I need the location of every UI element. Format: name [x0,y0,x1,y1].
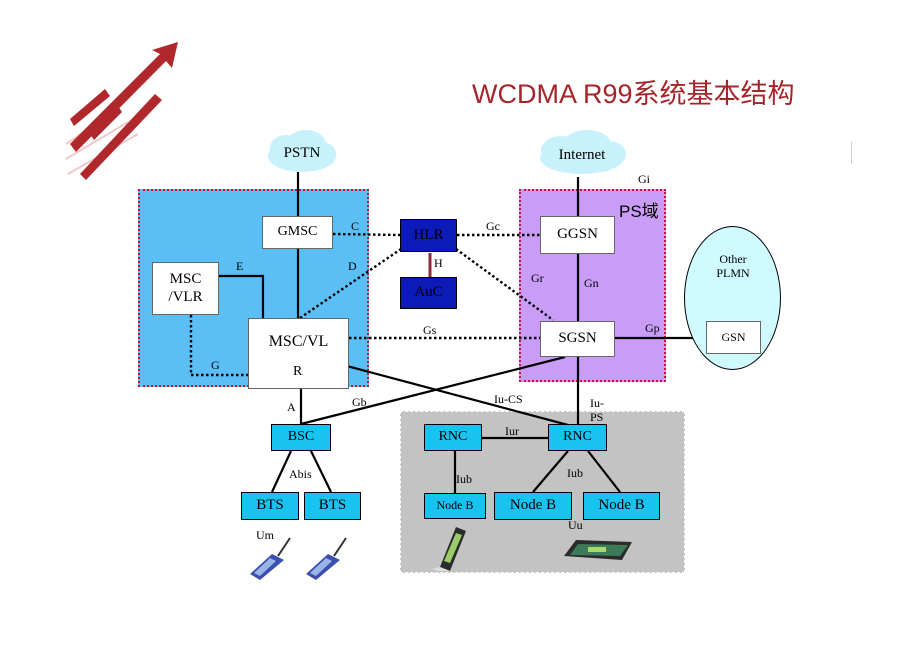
interface-gc: Gc [486,219,500,233]
interface-iu-ps-2: PS [590,410,604,424]
bsc-node: BSC [271,424,331,451]
ggsn-node: GGSN [540,216,615,254]
interface-iub-1: Iub [456,472,472,486]
interface-g: G [211,358,220,372]
divider-mark [851,142,852,164]
line-abis-bsc-bts2 [310,450,332,493]
interface-iu-ps-1: Iu- [590,396,604,410]
msc-vlr-node: MSC /VLR [152,262,219,315]
sgsn-node: SGSN [540,321,615,357]
interface-iub-2: Iub [567,466,583,480]
other-plmn-label: Other PLMN [716,252,750,280]
mobile-phone-icon [306,537,347,580]
nodeb-node-1: Node B [424,493,486,519]
bts-node-2: BTS [304,492,361,520]
interface-e: E [236,259,244,273]
line-gb-bsc-sgsn [300,355,566,426]
interface-uu: Uu [568,518,583,532]
pstn-label: PSTN [283,145,321,162]
interface-um: Um [256,528,274,542]
msc-vl-node: MSC/VL [248,318,349,389]
internet-cloud-icon [540,130,626,174]
interface-gn: Gn [584,276,599,290]
gmsc-node: GMSC [262,216,333,249]
line-iub-rnc-nodeb3 [587,450,621,493]
interface-iu-cs: Iu-CS [494,392,523,406]
interface-c: C [351,219,360,233]
bts-node-1: BTS [241,492,299,520]
auc-node: AuC [400,277,457,309]
line-d-mscvl-hlr [299,248,402,319]
nodeb-node-2: Node B [494,492,572,520]
interface-d: D [348,259,357,273]
rnc-node-right: RNC [548,424,607,451]
line-abis-bsc-bts1 [271,450,292,493]
interface-gr: Gr [531,271,544,285]
msc-vl-suffix: R [293,364,303,379]
interface-iur: Iur [505,424,519,438]
rnc-node-left: RNC [424,424,482,451]
line-gr-hlr-sgsn [455,248,554,321]
slide-title: WCDMA R99系统基本结构 [472,79,795,109]
interface-gb: Gb [352,395,367,409]
interface-h: H [434,256,443,270]
line-c-gmsc-hlr [332,232,401,237]
interface-gi: Gi [638,172,650,186]
gsn-node: GSN [706,321,761,354]
interface-gs: Gs [423,323,437,337]
interface-gp: Gp [645,321,660,335]
smartphone-icon [432,527,466,571]
mobile-phone-icon [250,537,291,580]
line-e-mscvlr-mscvl [219,274,265,318]
pda-device-icon [564,540,632,560]
ps-domain-label: PS域 [619,202,659,221]
pstn-cloud-icon [268,130,336,172]
internet-label: Internet [558,147,606,164]
logo-arrows-icon [65,42,178,180]
line-iub-rnc-nodeb2 [532,450,569,493]
hlr-node: HLR [400,219,457,252]
interface-abis: Abis [289,467,312,481]
interface-a: A [287,400,296,414]
nodeb-node-3: Node B [583,492,660,520]
